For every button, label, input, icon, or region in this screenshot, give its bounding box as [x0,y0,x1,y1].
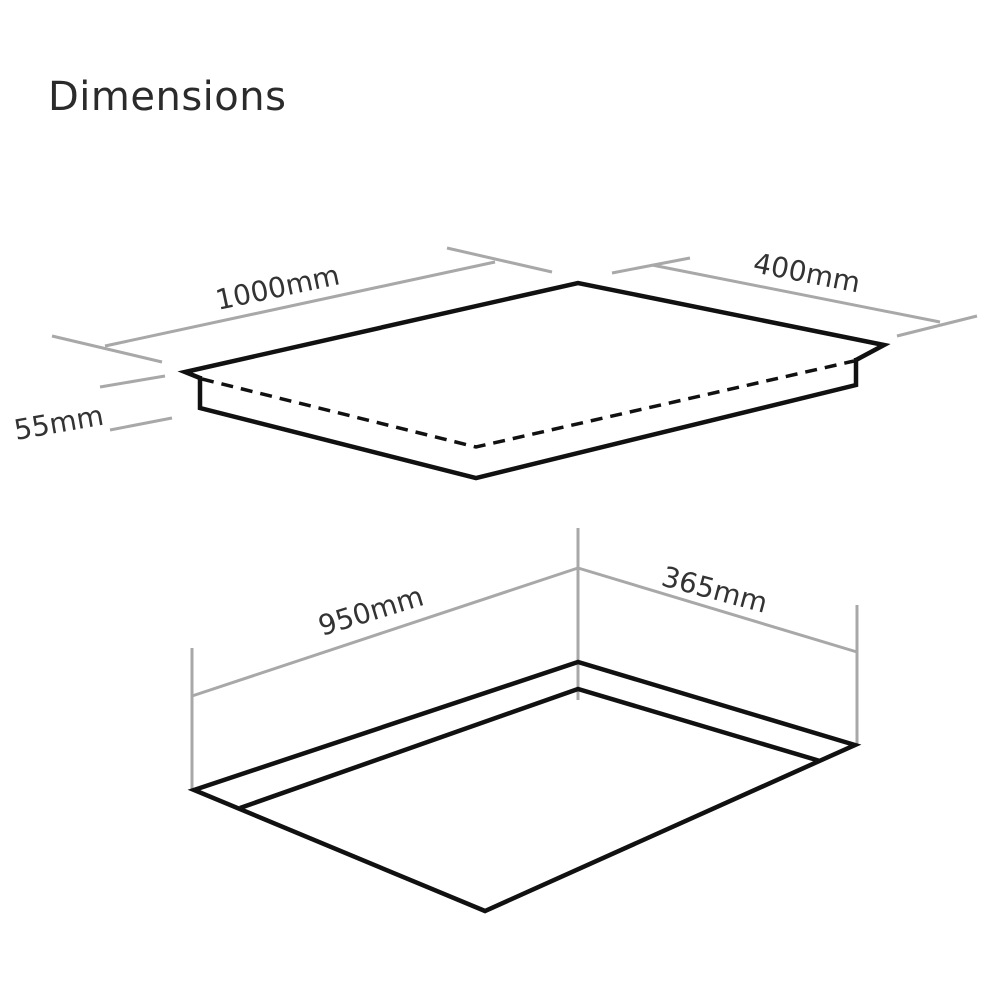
hob-height-tick-top [99,374,166,389]
page-title: Dimensions [48,74,287,120]
hob-depth-tick-left [611,256,691,275]
hob-depth-dimension-line [651,263,941,324]
hob-width-tick-right [446,246,553,274]
hob-depth-label: 400mm [751,246,863,299]
cutout-width-dimension-line [191,566,579,698]
hob-drawing: 1000mm 400mm 55mm [11,246,978,481]
hob-width-dimension-line [104,260,496,348]
cutout-depth-label: 365mm [658,560,771,620]
hob-top-outline [177,280,891,381]
hob-height-tick-bottom [109,416,173,432]
hob-body-outline [197,358,859,481]
hob-hidden-edge [201,359,855,449]
cutout-width-label: 950mm [314,580,427,643]
hob-width-tick-left [51,334,163,364]
cutout-inner-edge [239,686,821,811]
hob-depth-tick-right [896,314,978,338]
cutout-drawing: 950mm 365mm [187,528,862,914]
hob-height-label: 55mm [11,399,106,447]
cutout-depth-dimension-line [577,566,858,654]
cutout-outer-outline [187,659,862,914]
